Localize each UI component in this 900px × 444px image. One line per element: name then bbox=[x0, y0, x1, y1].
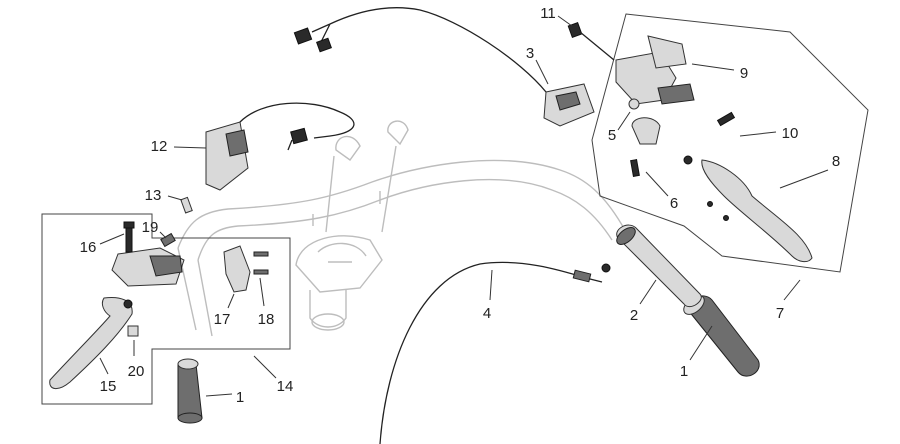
leader-line-part-1 bbox=[689, 325, 713, 361]
right-wiring-connector bbox=[293, 23, 332, 53]
leader-line-part-4 bbox=[489, 269, 493, 301]
throttle-cable bbox=[379, 261, 611, 444]
bar-end-pin bbox=[180, 196, 193, 214]
leader-line-part-8 bbox=[779, 169, 829, 189]
part-label-10: 10 bbox=[782, 125, 799, 142]
leader-lines bbox=[99, 15, 829, 397]
right-switch bbox=[329, 7, 595, 127]
leader-line-part-6 bbox=[645, 171, 669, 197]
leader-line-part-5 bbox=[617, 111, 631, 131]
part-label-2: 2 bbox=[630, 307, 638, 324]
part-label-12: 12 bbox=[151, 138, 168, 155]
master-cylinder-clamp bbox=[630, 117, 661, 177]
leader-line-part-19 bbox=[159, 231, 167, 239]
left-switch bbox=[205, 102, 355, 191]
handlebar-outline bbox=[177, 120, 627, 337]
leader-line-part-15 bbox=[99, 357, 109, 375]
part-label-18: 18 bbox=[258, 311, 275, 328]
lever-bracket-clamp bbox=[223, 245, 269, 293]
part-label-9: 9 bbox=[740, 65, 748, 82]
left-group-frame bbox=[41, 213, 291, 405]
brake-lever bbox=[683, 111, 813, 263]
part-label-15: 15 bbox=[100, 378, 117, 395]
leader-line-part-13 bbox=[167, 195, 183, 201]
leader-line-part-10 bbox=[739, 131, 777, 137]
leader-line-part-7 bbox=[783, 279, 801, 301]
leader-line-part-1 bbox=[205, 393, 233, 397]
leader-line-part-18 bbox=[259, 277, 265, 307]
part-label-17: 17 bbox=[214, 311, 231, 328]
part-label-5: 5 bbox=[608, 127, 616, 144]
leader-line-part-2 bbox=[639, 279, 657, 305]
leader-line-part-11 bbox=[557, 15, 573, 27]
part-label-4: 4 bbox=[483, 305, 491, 322]
leader-line-part-12 bbox=[173, 146, 207, 149]
part-label-8: 8 bbox=[832, 153, 840, 170]
part-label-1: 1 bbox=[236, 389, 244, 406]
part-label-20: 20 bbox=[128, 363, 145, 380]
leader-line-part-9 bbox=[691, 63, 735, 71]
master-cylinder bbox=[567, 22, 695, 110]
leader-line-part-17 bbox=[227, 293, 235, 309]
part-label-19: 19 bbox=[142, 219, 159, 236]
clutch-lever-group bbox=[49, 221, 185, 389]
part-label-3: 3 bbox=[526, 45, 534, 62]
part-label-13: 13 bbox=[145, 187, 162, 204]
part-label-6: 6 bbox=[670, 195, 678, 212]
part-label-11: 11 bbox=[540, 5, 556, 22]
part-label-14: 14 bbox=[277, 378, 294, 395]
throttle-grip bbox=[616, 224, 702, 308]
leader-line-part-16 bbox=[99, 233, 125, 245]
part-label-1: 1 bbox=[680, 363, 688, 380]
leader-line-part-14 bbox=[253, 355, 277, 379]
part-label-16: 16 bbox=[80, 239, 97, 256]
right-group-frame bbox=[591, 13, 869, 273]
leader-line-part-3 bbox=[535, 59, 549, 85]
part-label-7: 7 bbox=[776, 305, 784, 322]
grip-left bbox=[177, 358, 203, 424]
